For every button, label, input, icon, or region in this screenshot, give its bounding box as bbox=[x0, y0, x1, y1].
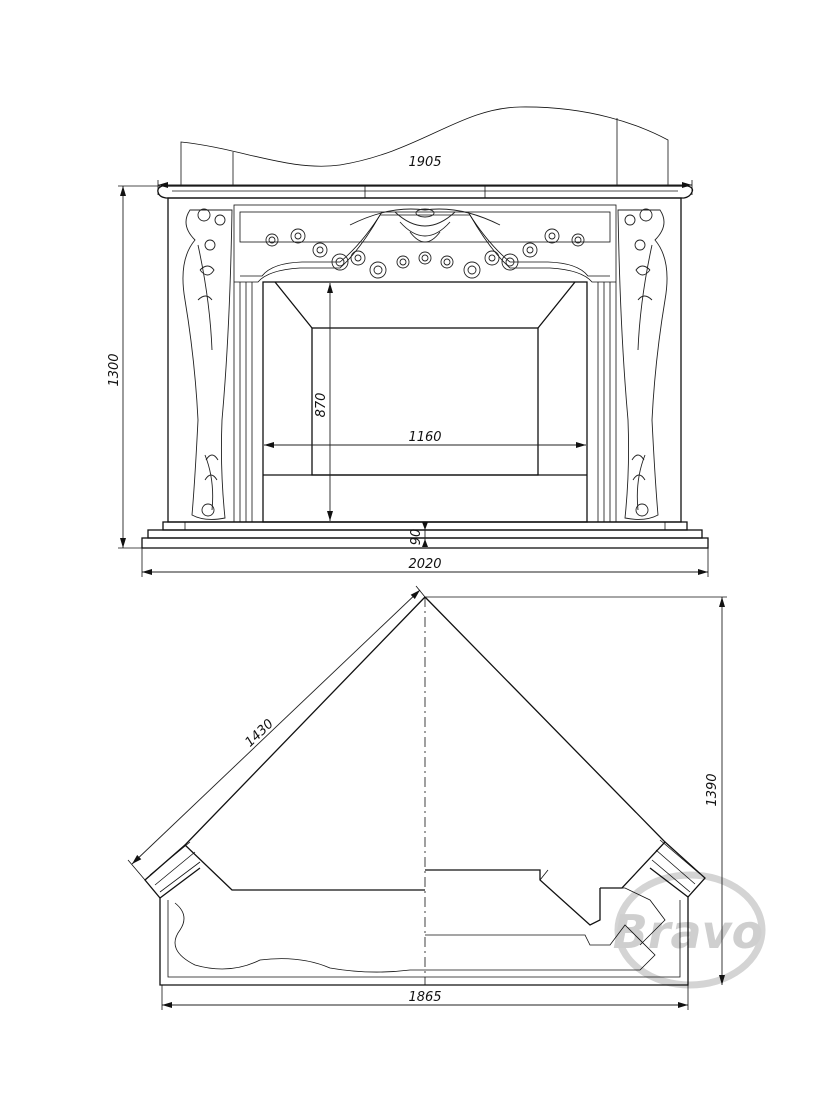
plan-view: 1430 1390 1865 bbox=[127, 585, 727, 1010]
dimension-label: 1160 bbox=[408, 430, 441, 445]
dimension-mantel-width: 1905 bbox=[157, 155, 693, 195]
corner-outline bbox=[184, 596, 426, 891]
right-leg bbox=[617, 208, 668, 520]
dimension-label: 1905 bbox=[408, 155, 441, 170]
mantel-shelf bbox=[157, 185, 694, 199]
dimension-label: 2020 bbox=[408, 557, 441, 572]
dimension-width: 1865 bbox=[161, 985, 689, 1010]
dimension-base-width: 2020 bbox=[141, 548, 709, 577]
dimension-label: 870 bbox=[314, 393, 329, 418]
dimension-firebox-height: 870 bbox=[314, 283, 333, 521]
dimension-side-length: 1430 bbox=[127, 585, 426, 881]
dimension-label: 1300 bbox=[107, 353, 122, 386]
dimension-label: 1390 bbox=[705, 773, 720, 806]
firebox bbox=[262, 281, 588, 523]
dimension-label: 1430 bbox=[242, 717, 276, 751]
front-view: 1905 1300 870 1160 90 2020 bbox=[107, 106, 709, 577]
dimension-total-height: 1300 bbox=[107, 185, 160, 549]
dimension-label: 90 bbox=[409, 529, 424, 546]
carved-garland bbox=[265, 208, 585, 279]
wall-outline bbox=[180, 106, 669, 185]
left-leg bbox=[182, 208, 233, 520]
dimension-depth: 1390 bbox=[425, 596, 727, 985]
dimension-firebox-width: 1160 bbox=[264, 430, 586, 448]
dimension-label: 1865 bbox=[408, 990, 441, 1005]
dimension-base-height: 90 bbox=[409, 522, 428, 547]
